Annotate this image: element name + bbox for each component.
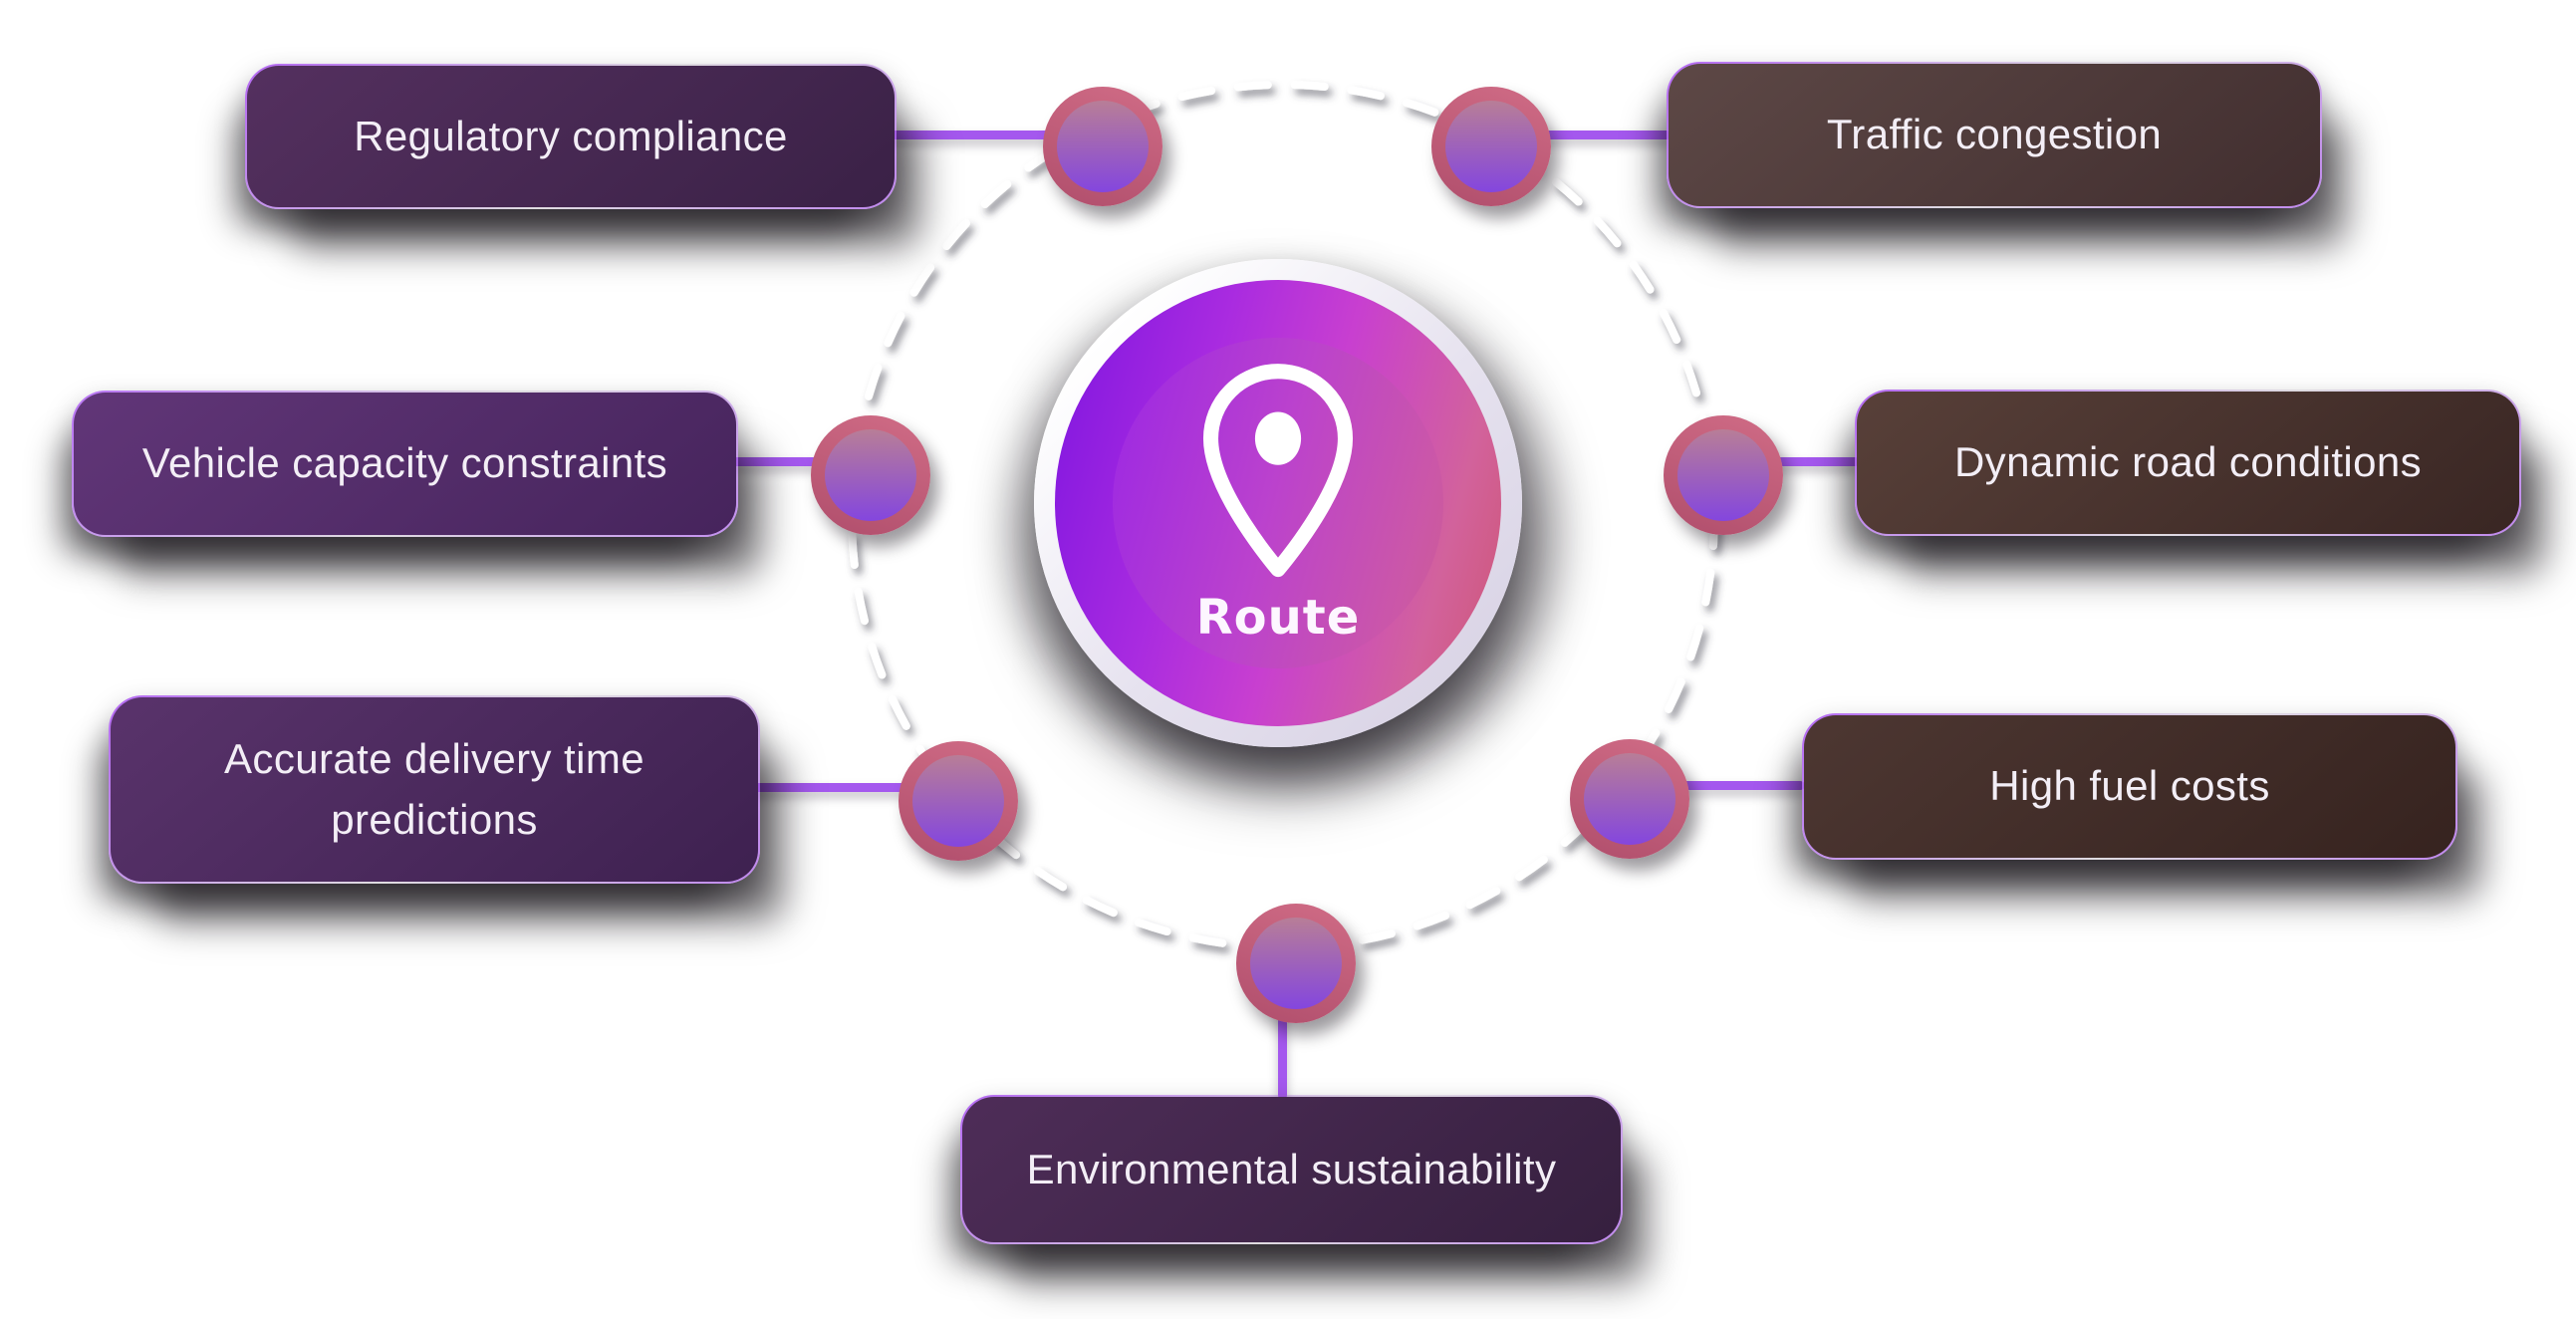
orbit-dot <box>811 415 930 535</box>
node-accurate-delivery-time-predictions: Accurate delivery time predictions <box>109 695 760 884</box>
node-traffic-congestion: Traffic congestion <box>1667 62 2322 208</box>
connector-line <box>877 131 1091 139</box>
route-hub-circle: Route <box>1034 259 1522 747</box>
orbit-dot <box>1570 739 1689 859</box>
orbit-dot <box>1664 415 1783 535</box>
connector-line <box>729 457 864 466</box>
orbit-dot <box>1236 904 1356 1023</box>
orbit-dot <box>899 741 1018 861</box>
orbit-dot <box>1431 87 1551 206</box>
node-label: Vehicle capacity constraints <box>141 439 668 487</box>
connector-line <box>1472 131 1672 139</box>
node-vehicle-capacity-constraints: Vehicle capacity constraints <box>72 391 738 537</box>
location-pin-icon <box>1202 364 1354 578</box>
node-regulatory-compliance: Regulatory compliance <box>245 64 897 209</box>
node-label: Accurate delivery time predictions <box>224 734 644 843</box>
route-hub-inner-disk: Route <box>1113 338 1443 668</box>
node-label: Environmental sustainability <box>1026 1145 1557 1192</box>
connector-line <box>749 783 948 792</box>
node-high-fuel-costs: High fuel costs <box>1802 713 2457 860</box>
route-hub-disk: Route <box>1055 280 1501 726</box>
connector-line <box>1705 457 1860 466</box>
node-label: High fuel costs <box>1989 762 2270 810</box>
route-label: Route <box>1195 590 1361 646</box>
node-label: Regulatory compliance <box>354 112 788 159</box>
connector-line <box>1614 781 1805 790</box>
node-dynamic-road-conditions: Dynamic road conditions <box>1855 390 2521 536</box>
node-label: Traffic congestion <box>1826 111 2163 158</box>
connector-line <box>1278 944 1287 1100</box>
node-environmental-sustainability: Environmental sustainability <box>960 1095 1623 1244</box>
node-label: Dynamic road conditions <box>1953 438 2423 486</box>
orbit-dot <box>1043 87 1162 206</box>
